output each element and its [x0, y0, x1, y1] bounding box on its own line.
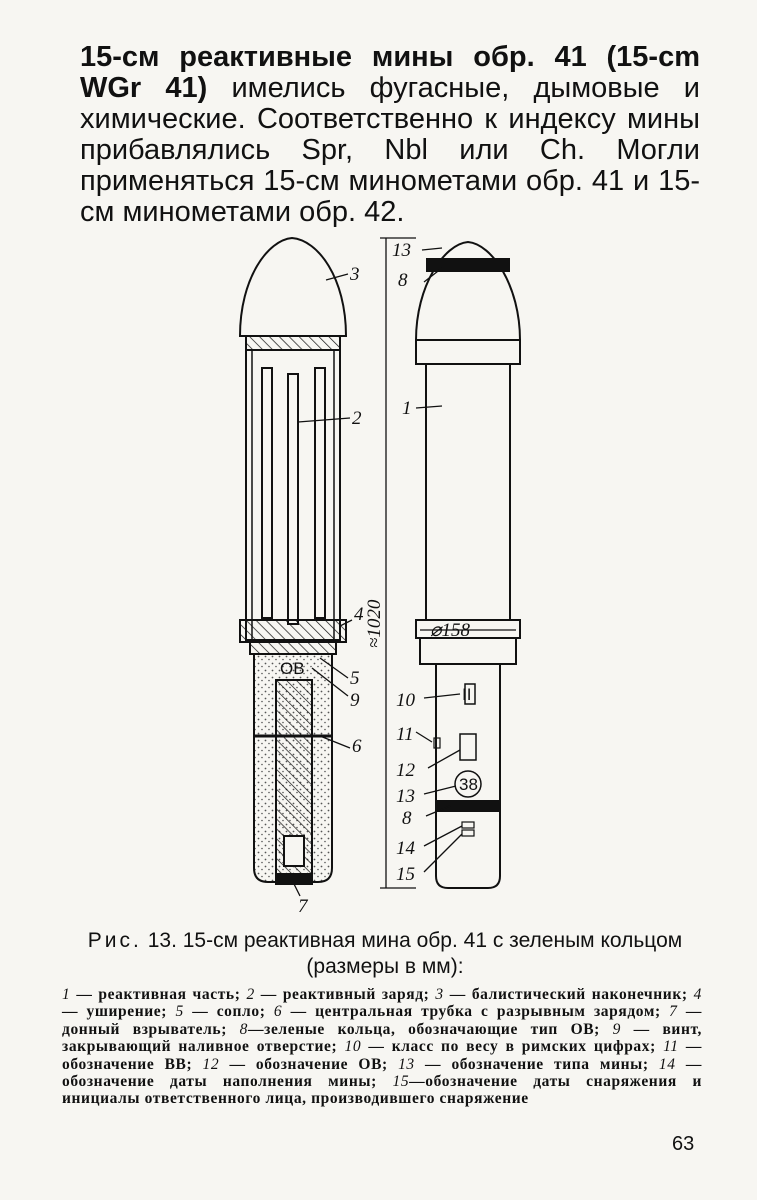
label-14: 14	[396, 838, 416, 859]
label-6: 6	[352, 736, 362, 757]
label-4: 4	[354, 604, 364, 625]
legend-item: 8—зеленые кольца, обозначающие тип ОВ;	[239, 1020, 600, 1038]
intro-text: имелись фугасные, дымовые и химические. …	[80, 72, 701, 228]
label-13-top: 13	[392, 240, 411, 261]
external-view	[414, 240, 522, 889]
intro-paragraph: 15-см реактивные мины обр. 41 (15-cm WGr…	[80, 42, 700, 228]
label-13-bottom: 13	[396, 786, 415, 807]
length-dimension	[380, 237, 416, 889]
dim-diameter: ⌀158	[430, 620, 470, 641]
legend-item: 14 — обозначение даты наполнения мины;	[62, 1055, 702, 1091]
legend-item: 4 — уширение;	[62, 986, 702, 1021]
legend-item: 5 — сопло;	[175, 1003, 266, 1021]
ob-mark: OB	[280, 659, 305, 678]
label-9: 9	[350, 690, 360, 711]
roman-mark: II	[462, 685, 471, 704]
label-10: 10	[396, 690, 416, 711]
label-7: 7	[298, 896, 309, 917]
legend-item: 7 — донный взрыватель;	[62, 1003, 702, 1038]
legend-item: 10 — класс по весу в римских цифрах;	[344, 1038, 656, 1056]
legend-item: 1 — реактивная часть;	[62, 986, 241, 1003]
caption-prefix: Рис.	[87, 929, 142, 952]
legend-item: 9 — винт, закрывающий наливное отверстие…	[62, 1020, 702, 1056]
mine-drawing: OB 3 2 4 5 9 6 7 ≈	[238, 236, 522, 917]
legend-item: 15—обозначение даты снаряжения и инициал…	[62, 1073, 702, 1108]
dim-length: ≈1020	[364, 599, 385, 648]
circle-mark: 38	[459, 775, 478, 794]
label-8-top: 8	[398, 270, 408, 291]
legend-item: 3 — балистический наконечник;	[435, 986, 688, 1003]
label-1: 1	[402, 398, 412, 419]
label-11: 11	[396, 724, 414, 745]
intro-lead: 15-см реактивные мины обр. 41 (15-cm WGr…	[80, 41, 700, 104]
figure-legend: 1 — реактивная часть; 2 — реактивный зар…	[62, 986, 702, 1108]
page-number: 63	[672, 1133, 695, 1155]
section-view	[238, 236, 348, 885]
legend-item: 6 — центральная трубка с разрывным заряд…	[273, 1003, 661, 1021]
label-8-bottom: 8	[402, 808, 412, 829]
label-2: 2	[352, 408, 362, 429]
label-12: 12	[396, 760, 416, 781]
legend-item: 2 — реактивный заряд;	[246, 986, 430, 1003]
leader-lines-right	[415, 247, 463, 873]
legend-item: 13 — обозначение типа мины;	[398, 1055, 649, 1073]
label-3: 3	[349, 264, 360, 285]
leader-lines	[293, 273, 353, 897]
legend-item: 11 — обозначение ВВ;	[62, 1038, 702, 1073]
label-15: 15	[396, 864, 415, 885]
figure-13: OB 3 2 4 5 9 6 7 ≈	[180, 228, 580, 918]
caption-text: 13. 15-см реактивная мина обр. 41 с зеле…	[147, 929, 683, 978]
label-5: 5	[350, 668, 360, 689]
figure-caption: Рис. 13. 15-см реактивная мина обр. 41 с…	[70, 928, 700, 980]
legend-item: 12 — обозначение ОВ;	[202, 1055, 388, 1073]
